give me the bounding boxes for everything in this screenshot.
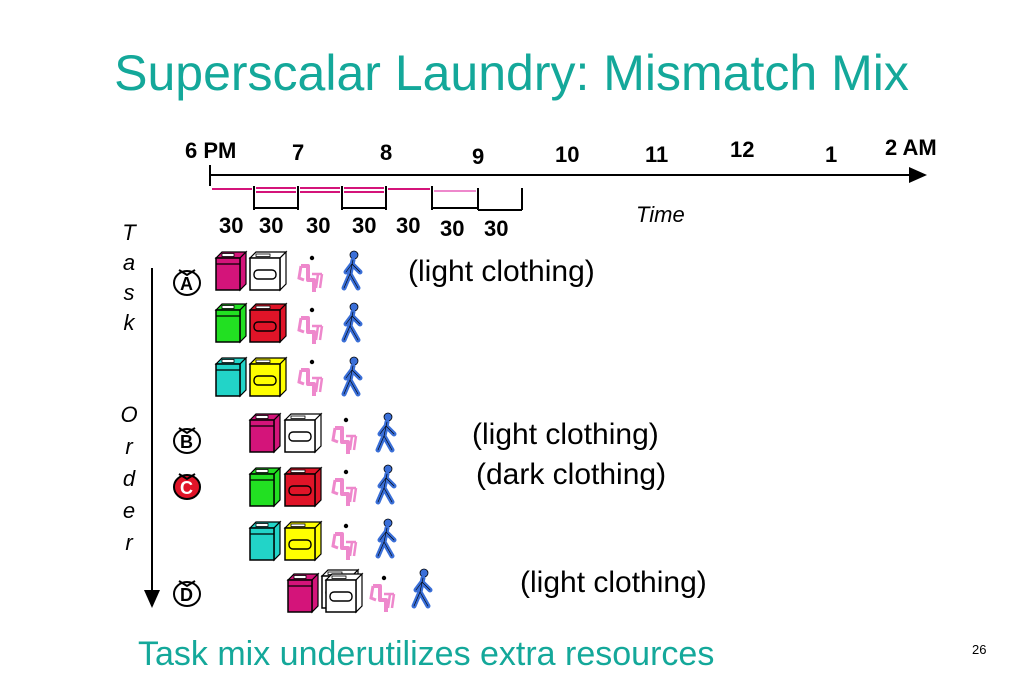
dryer-icon: [249, 251, 287, 291]
hour-label-1: 1: [825, 142, 838, 167]
task-order-letter: e: [122, 498, 136, 523]
folder-icon: [297, 253, 324, 294]
task-order-letter: r: [125, 434, 133, 459]
washer-icon: [215, 251, 247, 291]
hour-label-12: 12: [730, 137, 755, 162]
task-order-letter: T: [122, 220, 136, 245]
dryer-icon: [284, 521, 322, 561]
task-c-label: C: [180, 478, 193, 498]
hour-label-6pm: 6 PM: [185, 138, 237, 163]
hour-label-10: 10: [555, 142, 580, 167]
slide-footer: Task mix underutilizes extra resources: [138, 635, 715, 673]
segment-label: 30: [352, 213, 377, 238]
stasher-icon: [344, 251, 360, 288]
segment-label: 30: [219, 213, 244, 238]
slide-title: Superscalar Laundry: Mismatch Mix: [114, 45, 909, 101]
task-c-note: (dark clothing): [476, 458, 667, 491]
page-number: 26: [972, 642, 987, 657]
folder-icon: [297, 357, 324, 398]
stasher-icon: [378, 519, 394, 556]
washer-icon: [249, 467, 281, 507]
stasher-icon: [344, 303, 360, 340]
time-axis-label: Time: [636, 202, 685, 227]
task-d-note: (light clothing): [520, 566, 707, 599]
segment-label: 30: [484, 216, 509, 241]
washer-icon: [249, 413, 281, 453]
stasher-icon: [378, 413, 394, 450]
folder-icon: [331, 521, 358, 562]
dryer-icon: [284, 413, 322, 453]
time-axis: [209, 165, 927, 186]
task-b-note: (light clothing): [472, 418, 659, 451]
segment-label: 30: [306, 213, 331, 238]
task-order-letter: O: [120, 402, 138, 427]
task-b-label: B: [180, 432, 193, 452]
task-a-label: A: [180, 274, 193, 294]
dryer-icon: [249, 303, 287, 343]
washer-icon: [215, 303, 247, 343]
task-order-letter: a: [122, 250, 136, 275]
stasher-icon: [378, 465, 394, 502]
dryer-icon: [325, 573, 363, 613]
folder-icon: [297, 305, 324, 346]
folder-icon: [369, 573, 396, 614]
segment-label: 30: [440, 216, 465, 241]
segment-bars: [212, 186, 523, 211]
dryer-icon: [249, 357, 287, 397]
folder-icon: [331, 467, 358, 508]
hour-label-7: 7: [292, 140, 305, 165]
washer-icon: [287, 573, 319, 613]
folder-icon: [331, 415, 358, 456]
task-order-letter: k: [123, 310, 135, 335]
task-order-letter: r: [125, 530, 133, 555]
hour-label-9: 9: [472, 144, 485, 169]
task-order-letter: d: [122, 466, 136, 491]
segment-label: 30: [396, 213, 421, 238]
segment-label: 30: [259, 213, 284, 238]
dryer-icon: [284, 467, 322, 507]
washer-icon: [215, 357, 247, 397]
task-a-note: (light clothing): [408, 255, 595, 288]
stasher-icon: [344, 357, 360, 394]
washer-icon: [249, 521, 281, 561]
hour-label-8: 8: [380, 140, 393, 165]
task-d-label: D: [180, 585, 193, 605]
hour-label-2am: 2 AM: [885, 135, 937, 160]
hour-label-11: 11: [645, 142, 669, 167]
task-order-letter: s: [123, 280, 135, 305]
stasher-icon: [414, 569, 430, 606]
